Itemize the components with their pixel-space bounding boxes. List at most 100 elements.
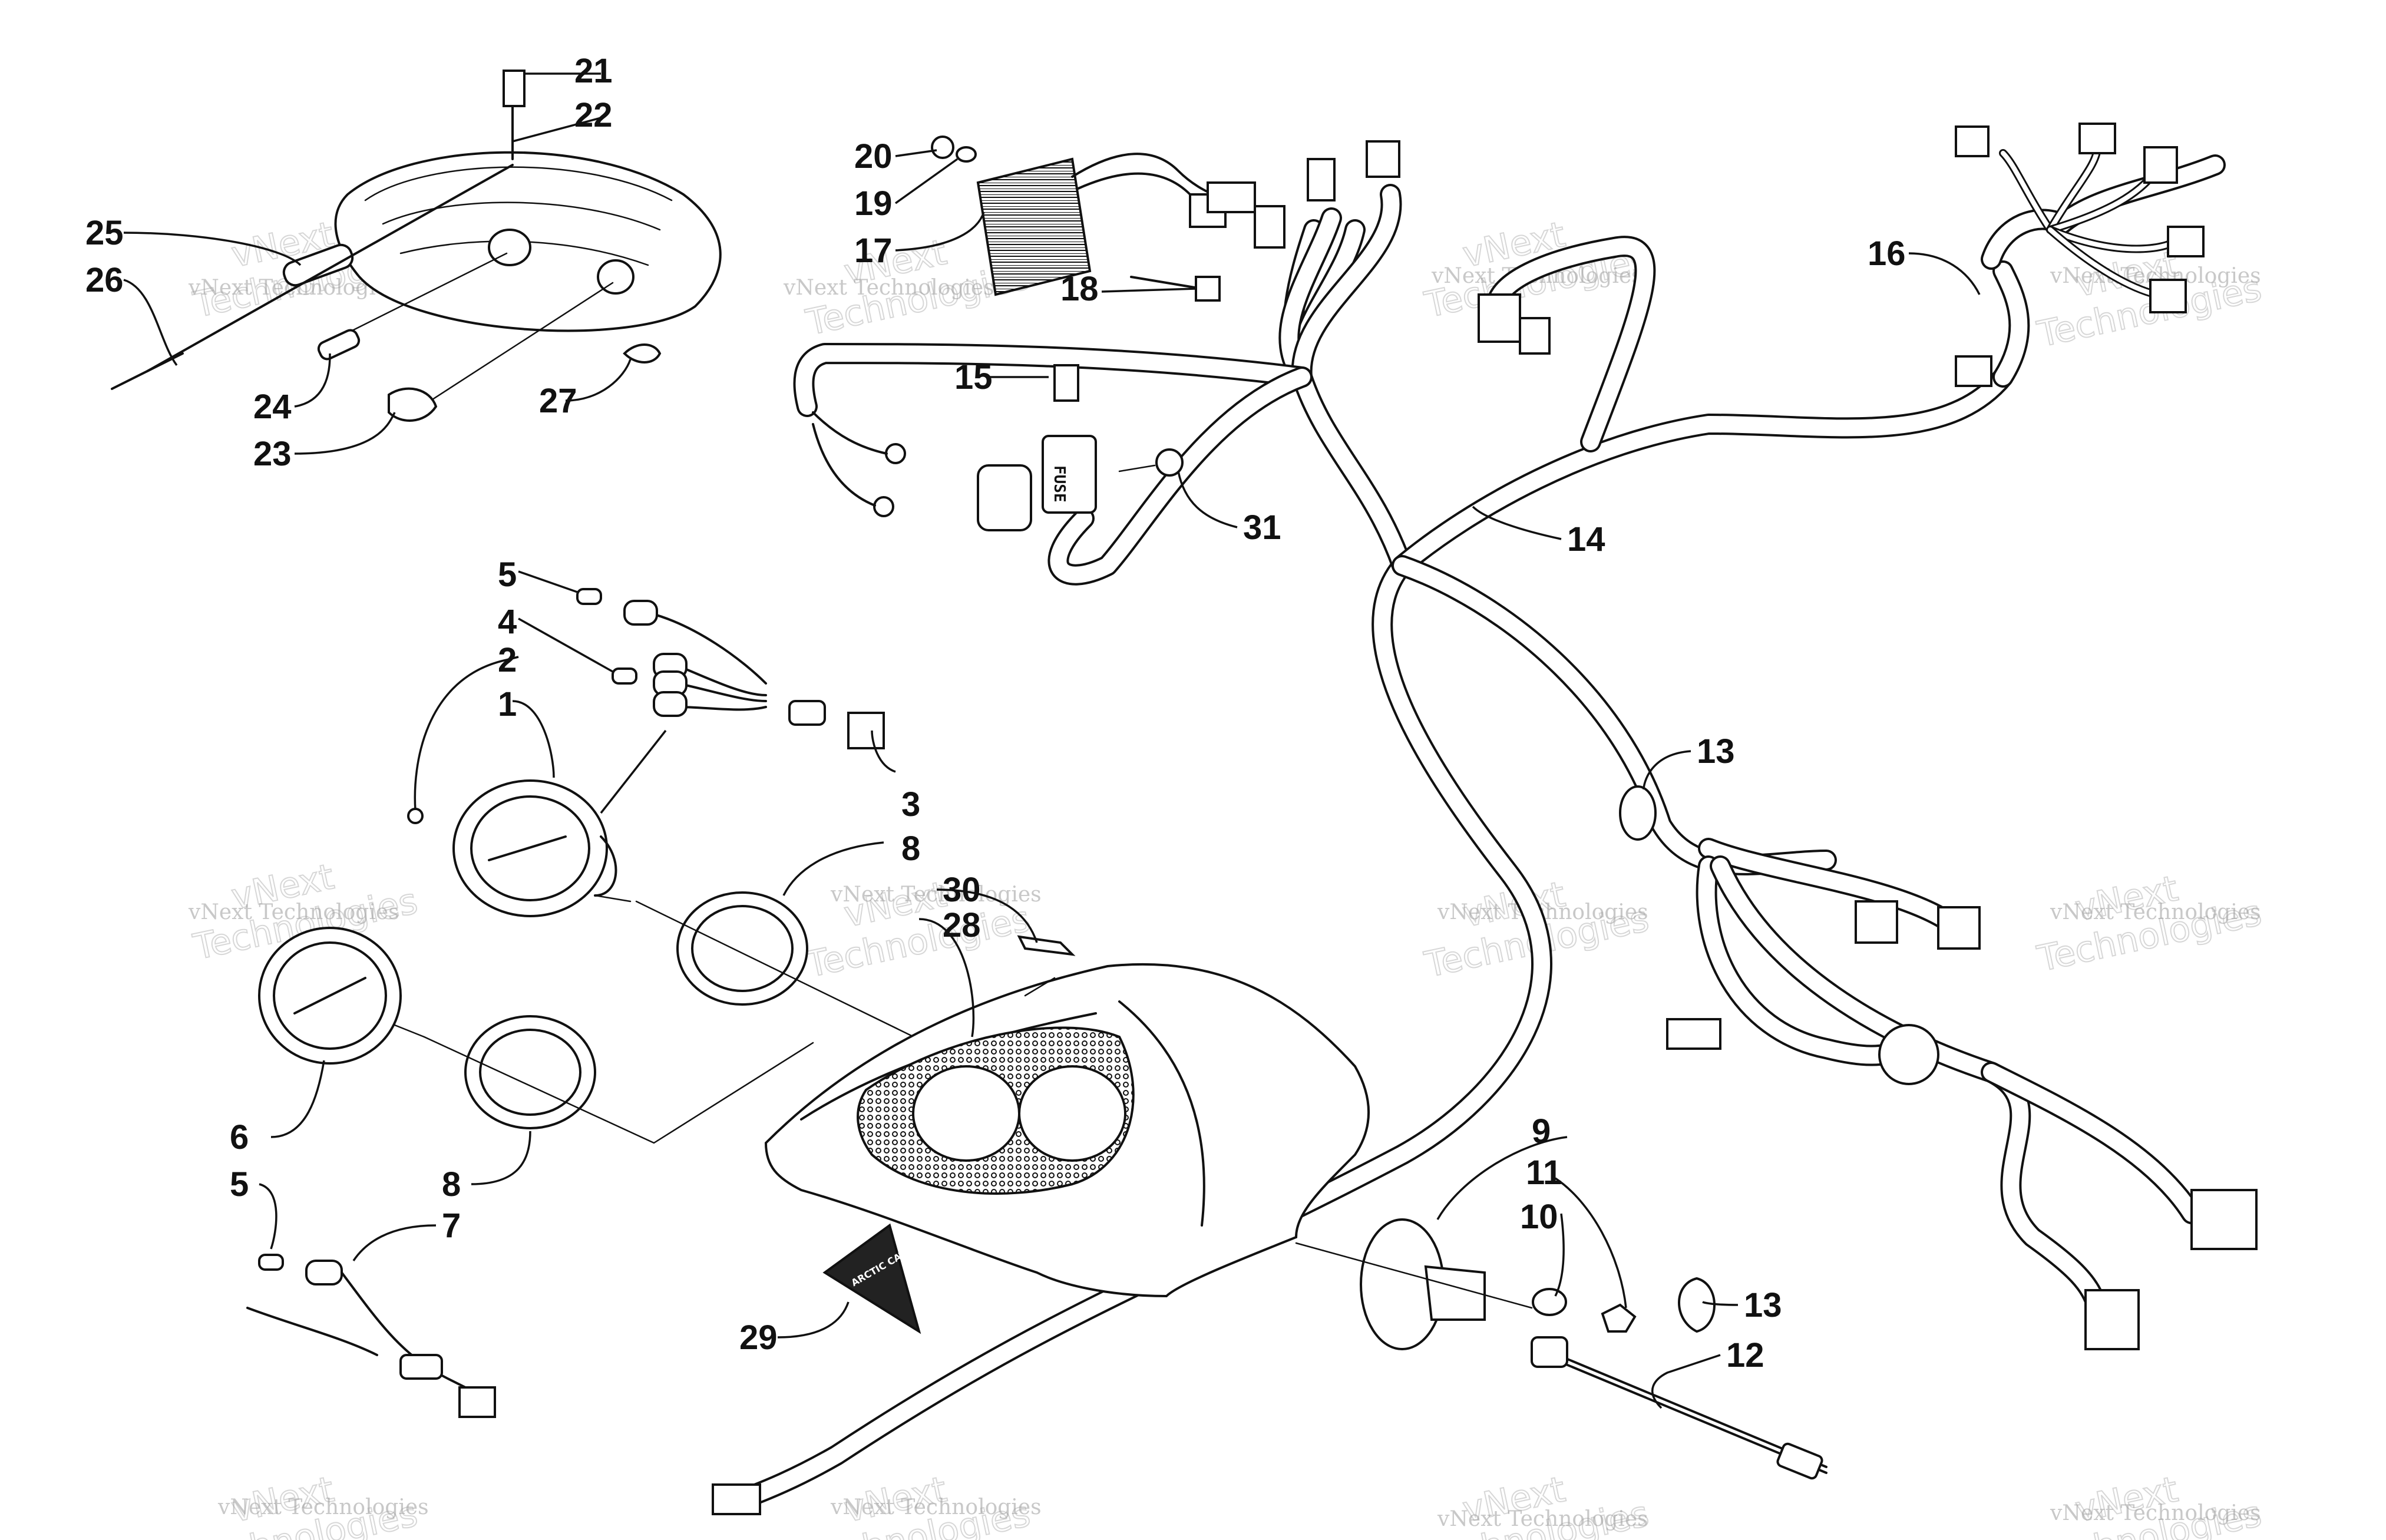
fuse-15	[1053, 364, 1079, 402]
callout-6: 6	[230, 1118, 249, 1156]
decal-29	[822, 1223, 921, 1334]
callout-28: 28	[943, 906, 981, 944]
fuse-cap	[977, 464, 1032, 531]
connector-lower-b	[1937, 906, 1981, 950]
regulator-connector	[1207, 181, 1256, 213]
gauge-6	[258, 927, 425, 1065]
bulb-5a	[576, 588, 602, 605]
adjuster-spring	[282, 243, 354, 287]
screw-2	[407, 808, 424, 824]
callout-23: 23	[253, 435, 292, 473]
connector-bottom	[712, 1483, 761, 1515]
callout-5a: 5	[498, 556, 517, 594]
watermark-text-11: vNext Technologies	[1437, 1507, 1648, 1531]
watermark-text-2: vNext Technologies	[783, 276, 994, 300]
fuse-holder	[1042, 435, 1097, 514]
bulb-4	[612, 667, 637, 685]
callout-5b: 5	[230, 1165, 249, 1204]
leader-lines	[123, 72, 1981, 1409]
watermark-12: vNext Technologies	[2033, 1468, 2266, 1540]
callout-12: 12	[1726, 1336, 1764, 1374]
gauge-opening-left	[912, 1065, 1020, 1162]
callout-27: 27	[539, 382, 577, 420]
connector-7	[458, 1386, 496, 1418]
callout-21: 21	[574, 52, 613, 90]
watermark-text-6: vNext Technologies	[830, 883, 1042, 907]
washer-19	[956, 146, 977, 163]
callout-20: 20	[854, 137, 893, 176]
gauge-opening-right	[1018, 1065, 1126, 1162]
callout-29: 29	[739, 1318, 778, 1357]
callout-14: 14	[1567, 520, 1605, 559]
gauge-1	[407, 779, 632, 917]
watermark-6: vNext Technologies	[802, 873, 1035, 986]
watermark-text-10: vNext Technologies	[830, 1495, 1042, 1519]
harness-connectors	[712, 123, 2258, 1515]
watermark-text-12: vNext Technologies	[2050, 1501, 2261, 1525]
connector-top-d	[1366, 140, 1400, 178]
connector-mid-a	[1478, 293, 1521, 343]
watermark-text-9: vNext Technologies	[217, 1495, 429, 1519]
connector-16-a	[1955, 125, 1990, 157]
callout-3: 3	[901, 785, 920, 824]
round-connector	[1878, 1024, 1939, 1085]
callout-25: 25	[85, 214, 124, 252]
callout-7: 7	[442, 1207, 461, 1245]
speedo-drive-body	[1424, 1265, 1486, 1321]
callout-17: 17	[854, 232, 893, 270]
callout-18: 18	[1060, 270, 1099, 308]
callout-9: 9	[1532, 1112, 1551, 1151]
callout-19: 19	[854, 184, 893, 223]
connector-lower-c	[1666, 1018, 1721, 1050]
connector-16-c	[2143, 146, 2178, 184]
watermark-text-8: vNext Technologies	[2050, 900, 2261, 924]
gauge-harness-upper	[576, 588, 885, 749]
callout-labels: 21 22 25 26 24 23 27 20 19 17 18 15 31 1…	[85, 52, 1906, 1374]
bulb-socket-d	[653, 691, 688, 717]
screw-31	[1155, 448, 1184, 477]
speedo-cable-12	[1531, 1336, 1568, 1368]
bulb-socket-a	[623, 600, 658, 626]
clip-27	[623, 343, 662, 363]
speedometer-drive	[1295, 1218, 1827, 1480]
clamp-13b	[1678, 1277, 1716, 1333]
watermark-text-5: vNext Technologies	[188, 900, 399, 924]
connector-top-b	[1254, 205, 1285, 249]
callout-10: 10	[1520, 1198, 1558, 1236]
bulb-5b	[258, 1254, 284, 1271]
connector-lower-d	[2190, 1189, 2258, 1250]
callout-26: 26	[85, 261, 124, 299]
callout-31: 31	[1243, 508, 1281, 547]
headlight-assembly	[111, 70, 722, 422]
callout-11: 11	[1526, 1154, 1562, 1192]
gauge-harness-lower	[246, 1254, 496, 1418]
callout-13a: 13	[1697, 732, 1735, 771]
socket-23	[388, 387, 438, 422]
gauge-harness-sleeve	[788, 700, 826, 726]
callout-22: 22	[574, 96, 613, 134]
callout-13b: 13	[1744, 1286, 1782, 1324]
connector-mid-b	[1519, 317, 1551, 355]
fuse-block: FUSE	[977, 364, 1184, 531]
voltage-regulator	[931, 136, 1256, 302]
connector-lower-a	[1855, 900, 1898, 944]
fuse-label: FUSE	[1050, 465, 1068, 503]
bulb-socket-7	[305, 1260, 343, 1285]
dash-panel: ARCTIC CAT	[764, 935, 1370, 1334]
connector-16-b	[2078, 123, 2116, 154]
callout-1: 1	[498, 685, 517, 723]
gauge-lower-sleeve	[399, 1354, 443, 1380]
ring-terminal-a	[885, 443, 906, 464]
screw-18	[1195, 276, 1221, 302]
callout-30: 30	[943, 871, 981, 909]
connector-lower-e	[2084, 1289, 2140, 1350]
connector-3	[847, 712, 885, 749]
nut-20	[931, 136, 954, 159]
decal-30	[1017, 935, 1076, 956]
callout-8b: 8	[442, 1165, 461, 1204]
harness-clamp	[1619, 785, 1657, 841]
nut-11	[1601, 1303, 1637, 1333]
connector-16-e	[2149, 279, 2187, 313]
